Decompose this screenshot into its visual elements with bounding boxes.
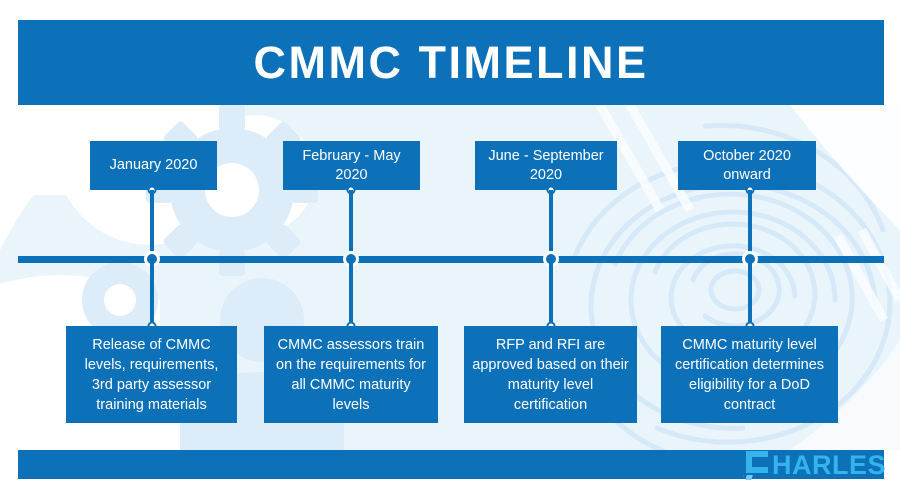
- milestone-date-box: October 2020 onward: [678, 141, 816, 190]
- milestone-date-box: January 2020: [90, 141, 217, 190]
- connector-stem-up: [548, 190, 553, 260]
- timeline-milestone-2: February - May 2020 CMMC assessors train…: [264, 0, 438, 500]
- charles-logo: HARLES: [742, 449, 886, 481]
- logo-wordmark: HARLES: [771, 449, 886, 480]
- timeline-milestone-4: October 2020 onward CMMC maturity level …: [661, 0, 838, 500]
- milestone-description-box: Release of CMMC levels, requirements, 3r…: [66, 326, 237, 423]
- timeline-milestone-1: January 2020 Release of CMMC levels, req…: [66, 0, 237, 500]
- connector-stem-up: [747, 190, 752, 260]
- connector-stem-up: [349, 190, 353, 260]
- connector-stem-down: [349, 259, 353, 327]
- milestone-description-box: CMMC maturity level certification determ…: [661, 326, 838, 423]
- milestone-date-box: June - September 2020: [475, 141, 617, 190]
- connector-stem-up: [149, 190, 154, 260]
- milestone-date-box: February - May 2020: [283, 141, 420, 190]
- connector-stem-down: [747, 259, 752, 327]
- milestone-description-box: CMMC assessors train on the requirements…: [264, 326, 438, 423]
- connector-stem-down: [548, 259, 553, 327]
- milestone-description-box: RFP and RFI are approved based on their …: [464, 326, 637, 423]
- charles-c-monitor-icon: [742, 451, 768, 480]
- connector-stem-down: [149, 259, 154, 327]
- timeline-milestone-3: June - September 2020 RFP and RFI are ap…: [464, 0, 637, 500]
